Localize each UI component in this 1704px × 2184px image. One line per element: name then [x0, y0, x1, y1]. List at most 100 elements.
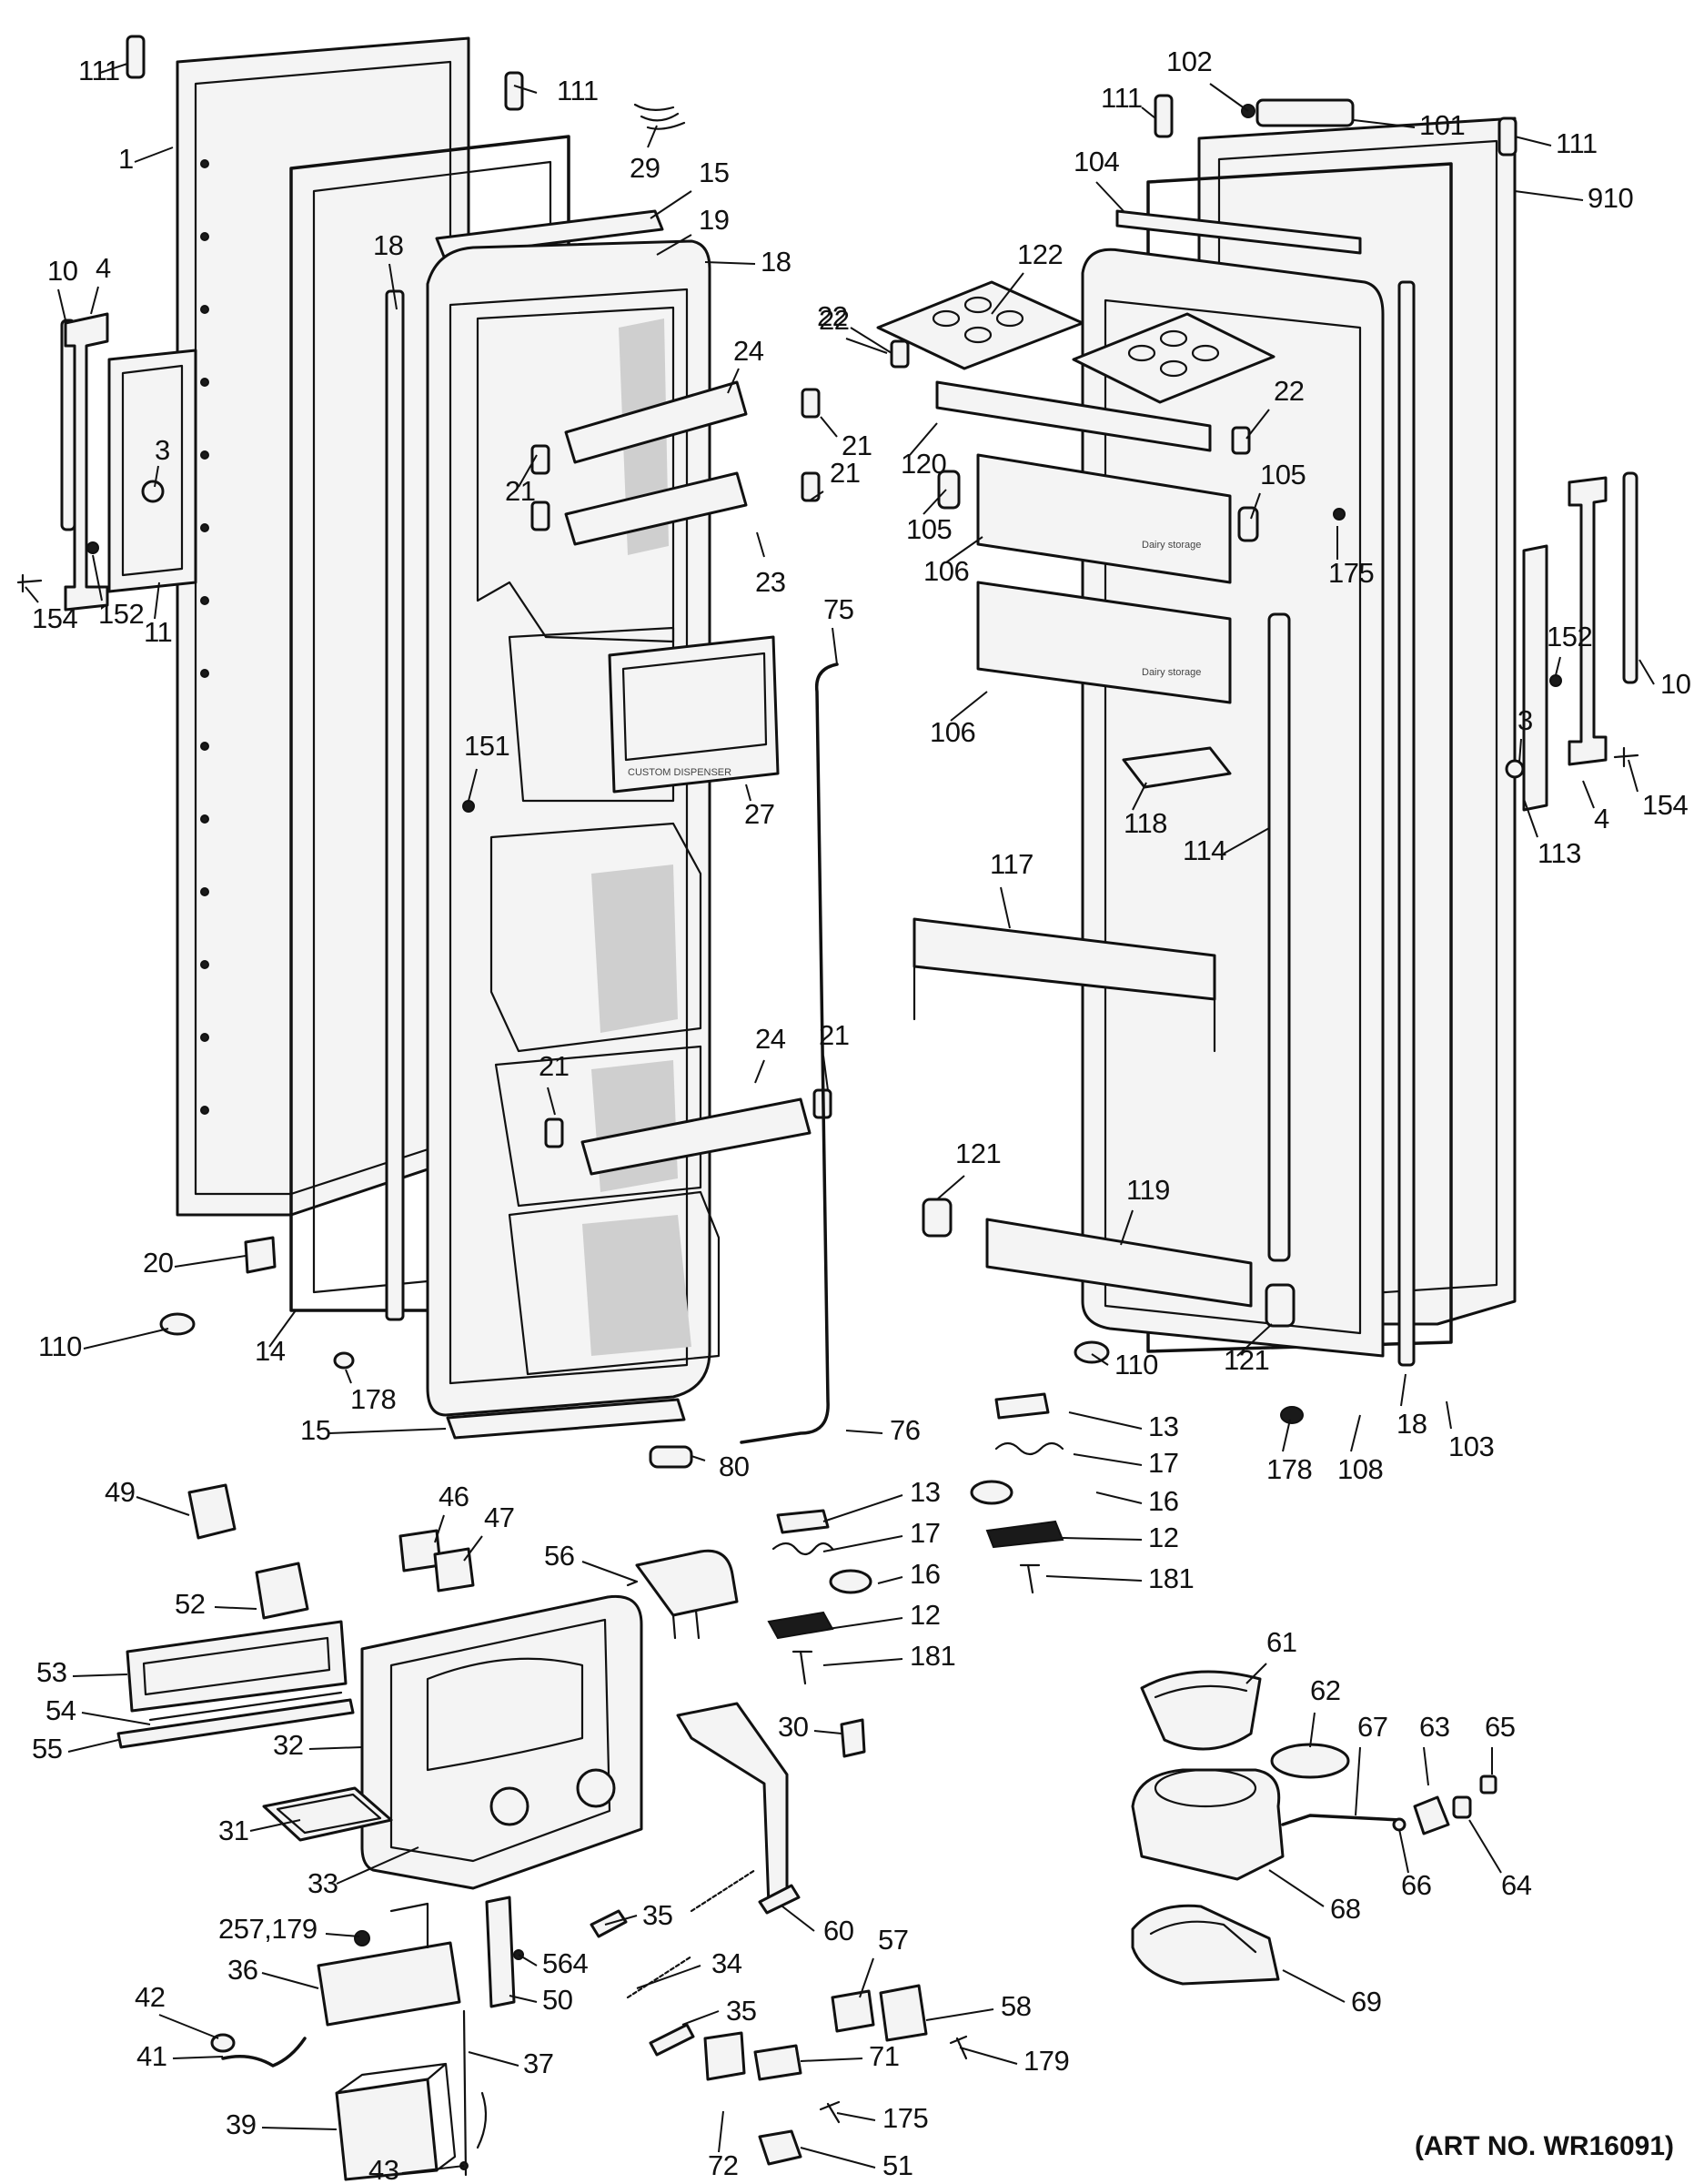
part-number-label: 52	[175, 1588, 205, 1620]
leader-line	[718, 2110, 724, 2153]
part-number-label: 111	[1556, 127, 1598, 159]
part-number-label: 13	[1148, 1410, 1178, 1442]
part-callout: 152	[1547, 621, 1593, 676]
part-number-label: 41	[136, 2040, 166, 2072]
part-callout: 121	[1224, 1323, 1273, 1376]
part-callout: 111	[78, 55, 128, 86]
part-number-label: 54	[45, 1694, 76, 1726]
part-callout: 68	[1268, 1869, 1361, 1925]
leader-line	[1068, 1411, 1143, 1430]
leader-line	[81, 1712, 151, 1725]
part-callout: 29	[630, 125, 660, 184]
shelf-cap-21-b	[801, 388, 821, 419]
part-callout: 3	[1517, 704, 1533, 763]
part-callout: 16	[877, 1558, 941, 1590]
cap-110-right	[1074, 1340, 1110, 1364]
dispenser-panel-27	[608, 635, 780, 794]
leader-line	[1446, 1400, 1452, 1430]
part-callout: 22	[819, 304, 888, 354]
part-callout: 33	[308, 1846, 419, 1899]
part-callout: 12	[1062, 1522, 1179, 1553]
part-callout: 35	[604, 1899, 673, 1931]
part-callout: 24	[727, 335, 764, 394]
part-callout: 60	[781, 1906, 854, 1946]
leader-line	[345, 1369, 352, 1384]
leader-line	[434, 1514, 445, 1543]
part-number-label: 34	[711, 1947, 742, 1979]
part-number-label: 152	[1547, 621, 1592, 652]
shelf-cap-121-a	[922, 1198, 953, 1238]
nut-64	[1452, 1795, 1472, 1819]
hinge-block-101	[1255, 98, 1355, 127]
part-callout: 19	[656, 204, 730, 256]
part-callout: 41	[136, 2040, 224, 2072]
part-number-label: 181	[1148, 1562, 1194, 1594]
part-number-label: 58	[1001, 1990, 1031, 2022]
part-number-label: 56	[544, 1540, 574, 1572]
part-number-label: 15	[699, 157, 729, 188]
part-number-label: 3	[1517, 704, 1533, 736]
leader-line	[308, 1746, 363, 1750]
clip-30	[840, 1718, 866, 1758]
part-number-label: 14	[255, 1335, 286, 1367]
part-number-label: 121	[955, 1138, 1001, 1169]
leader-line	[850, 327, 892, 354]
leader-line	[547, 1087, 556, 1116]
dairy-door-106-a	[976, 453, 1232, 584]
leader-line	[1073, 1453, 1143, 1466]
part-callout: 257,179	[218, 1913, 360, 1945]
screw-152-left	[86, 541, 99, 554]
leader-line	[1514, 190, 1584, 201]
pin-35-b	[758, 1884, 801, 1915]
mount-panel-left	[107, 349, 197, 593]
egg-tray-122-b	[1072, 312, 1275, 404]
part-number-label: 39	[226, 2108, 256, 2140]
part-callout: 54	[45, 1694, 151, 1726]
leader-line	[636, 1965, 701, 1989]
leader-line	[832, 627, 838, 665]
leader-line	[1268, 1869, 1325, 1907]
link-41	[221, 2037, 307, 2068]
leader-line	[401, 2165, 465, 2174]
leader-line	[727, 368, 740, 394]
part-number-label: 12	[910, 1599, 940, 1631]
part-number-label: 68	[1330, 1893, 1360, 1925]
part-number-label: 36	[227, 1954, 257, 1986]
leader-line	[463, 1535, 483, 1562]
shelf-cap-21-c	[530, 500, 550, 531]
leader-line	[336, 1846, 419, 1885]
leader-line	[1400, 1373, 1407, 1407]
washer-66	[1392, 1817, 1407, 1832]
leader-line	[1353, 119, 1416, 128]
dairy-door-106-b	[976, 581, 1232, 704]
part-number-label: 76	[890, 1414, 920, 1446]
screw-181-a	[792, 1650, 813, 1685]
part-number-label: 122	[1017, 238, 1063, 270]
part-callout: 80	[691, 1451, 750, 1482]
part-number-label: 57	[878, 1924, 908, 1956]
part-number-label: 18	[1396, 1408, 1427, 1440]
door-bar-120	[935, 380, 1212, 452]
part-number-label: 121	[1224, 1344, 1269, 1376]
leader-line	[754, 1059, 765, 1084]
leader-line	[836, 2112, 876, 2121]
bracket-46	[398, 1529, 442, 1572]
part-number-label: 30	[778, 1711, 809, 1743]
cap-65	[1479, 1774, 1497, 1795]
part-callout: 31	[218, 1815, 301, 1846]
part-number-label: 66	[1401, 1869, 1431, 1901]
part-callout: 101	[1353, 109, 1466, 141]
part-callout: 122	[991, 238, 1064, 315]
part-number-label: 18	[761, 246, 791, 278]
leader-line	[1555, 656, 1561, 676]
part-number-label: 24	[755, 1023, 786, 1055]
leader-line	[72, 1673, 128, 1677]
part-number-label: 102	[1166, 46, 1212, 77]
part-callout: 42	[135, 1981, 219, 2039]
part-number-label: 105	[1260, 459, 1306, 490]
part-callout: 76	[845, 1414, 921, 1446]
wire-37	[462, 2009, 468, 2177]
leader-line	[704, 261, 756, 265]
part-number-label: 20	[143, 1247, 174, 1279]
part-callout: 103	[1446, 1400, 1495, 1462]
